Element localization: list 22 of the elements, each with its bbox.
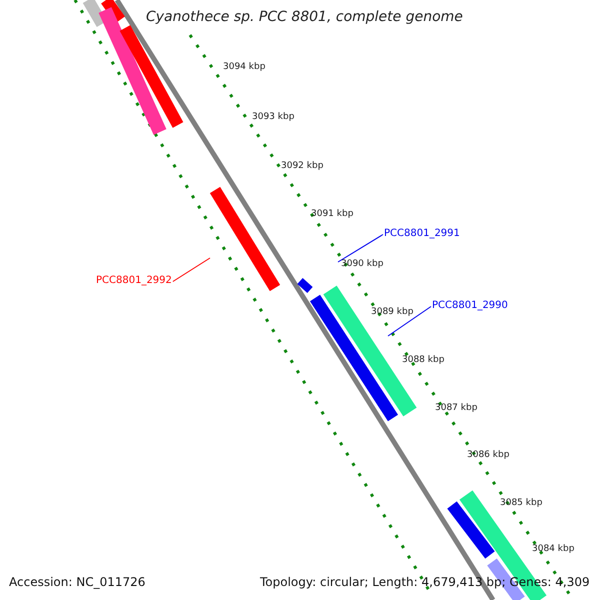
tick-label: 3084 kbp xyxy=(532,544,574,554)
tick-label: 3086 kbp xyxy=(467,450,510,460)
gene-bar xyxy=(310,294,398,422)
leader-line xyxy=(172,258,210,282)
gene-label: PCC8801_2991 xyxy=(384,228,460,239)
tick-label: 3089 kbp xyxy=(371,307,414,317)
gene-label: PCC8801_2990 xyxy=(432,300,508,311)
tick-label: 3085 kbp xyxy=(500,498,542,508)
tick-label: 3092 kbp xyxy=(281,161,324,171)
accession-label: Accession: NC_011726 xyxy=(9,575,146,589)
tick-label: 3094 kbp xyxy=(223,62,266,72)
gene-bar xyxy=(210,186,280,292)
gene-bar xyxy=(297,278,313,293)
tick-label: 3093 kbp xyxy=(252,112,294,122)
tick-label: 3090 kbp xyxy=(341,259,384,269)
tick-label: 3087 kbp xyxy=(435,403,478,413)
leader-line xyxy=(388,306,432,336)
genome-stats-label: Topology: circular; Length: 4,679,413 bp; Genes: 4,309 xyxy=(260,575,590,589)
leader-line xyxy=(338,234,384,262)
genome-title: Cyanothece sp. PCC 8801, complete genome xyxy=(146,9,463,25)
gene-label: PCC8801_2992 xyxy=(96,275,172,286)
tick-label: 3091 kbp xyxy=(311,209,354,219)
